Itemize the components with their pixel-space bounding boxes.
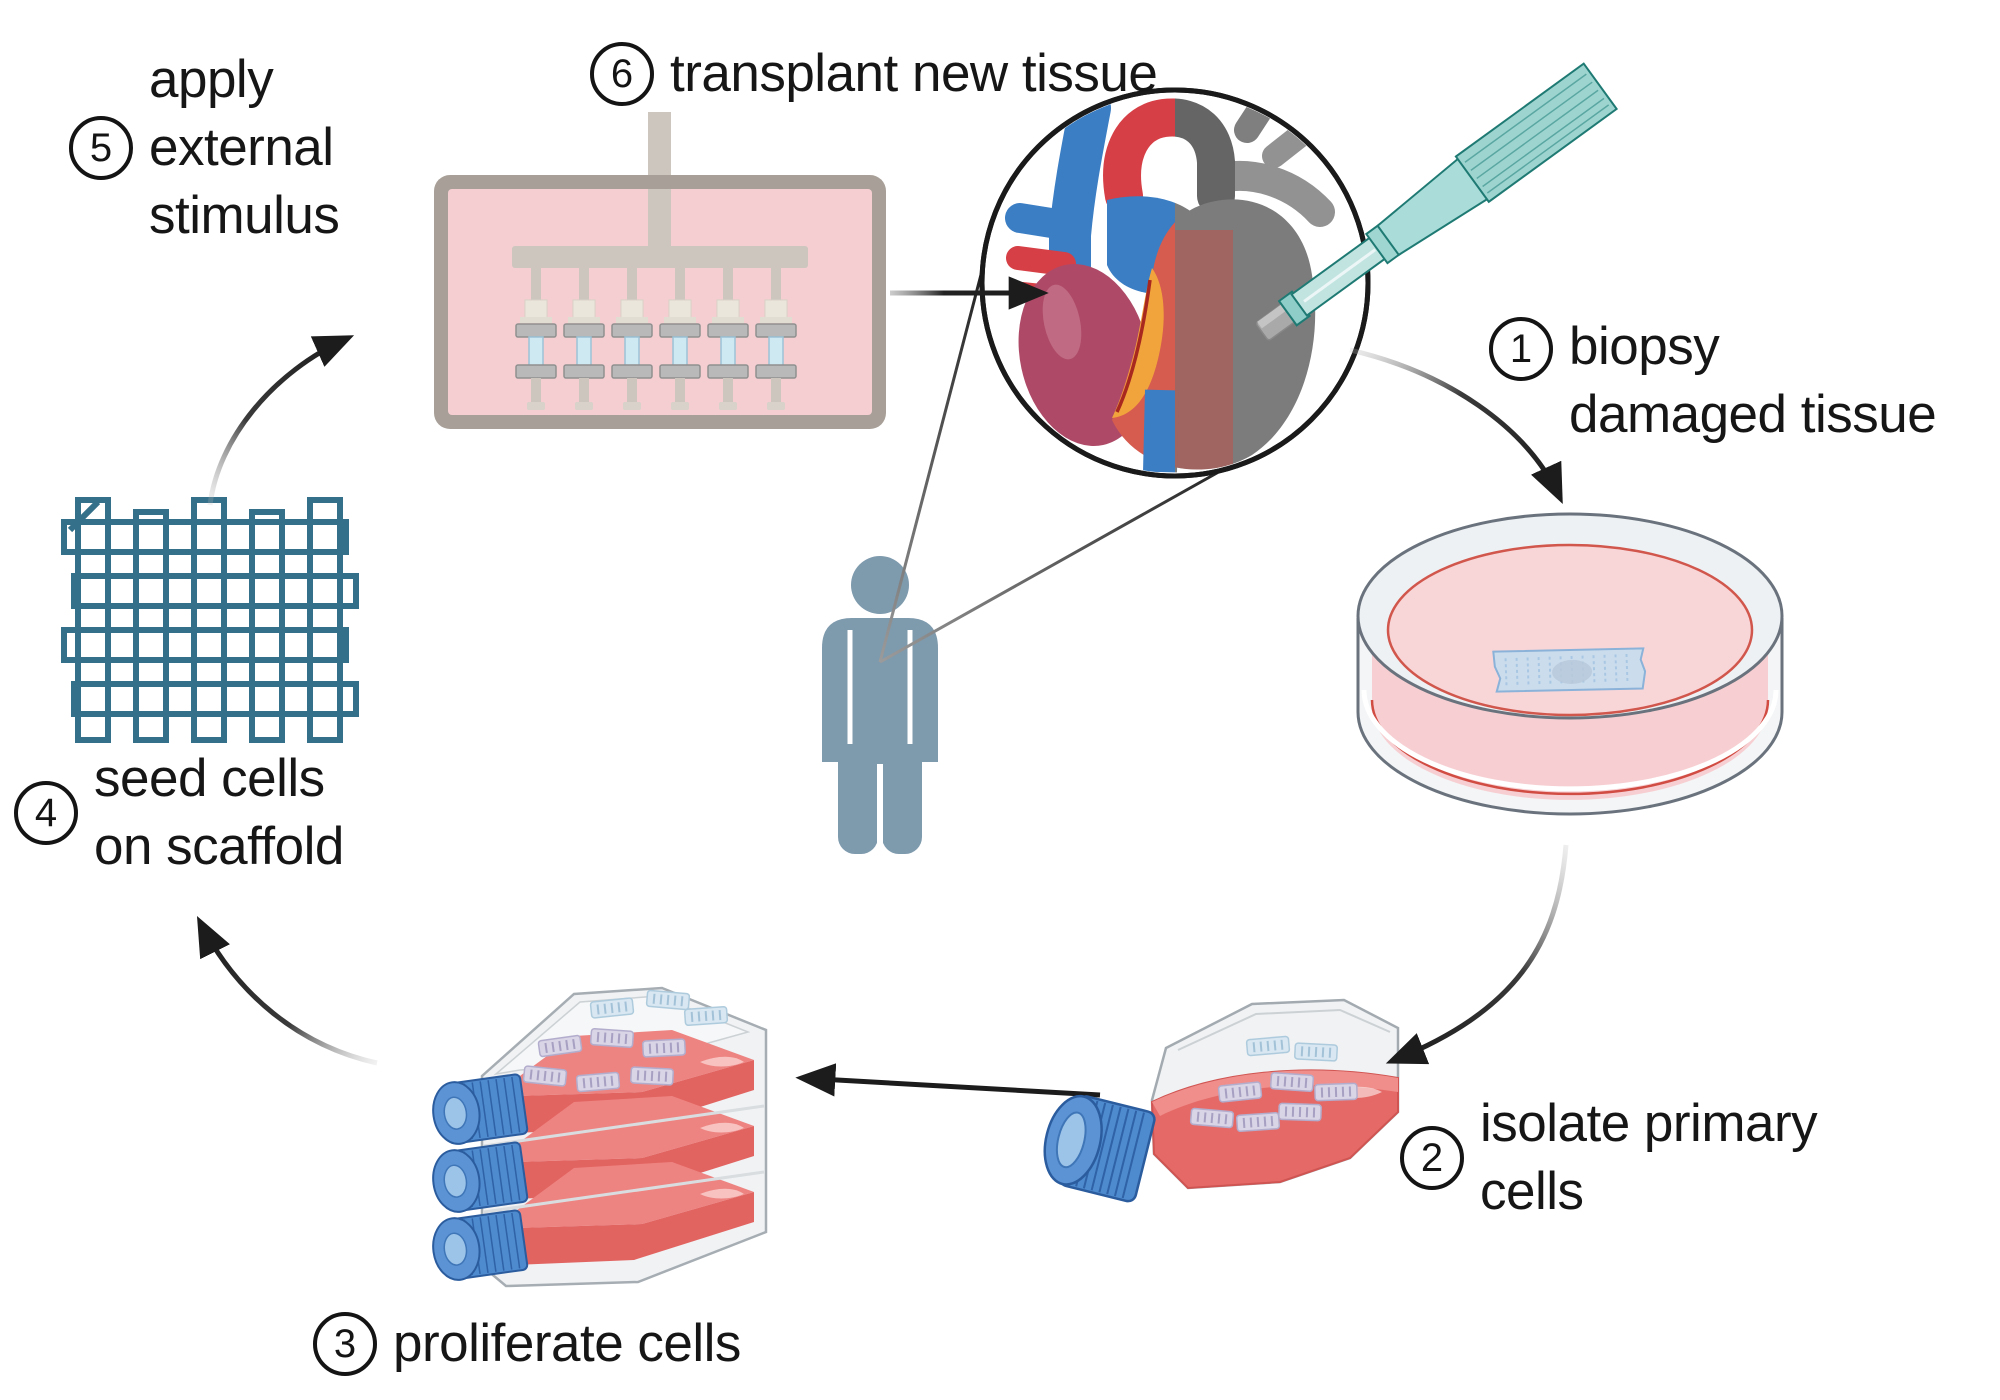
step-4-line-1: seed cells xyxy=(94,749,325,808)
step-5-text: apply external stimulus xyxy=(149,46,340,250)
step-5-line-2: external xyxy=(149,118,334,177)
step-6-line-1: transplant new tissue xyxy=(670,44,1158,103)
scaffold-mesh-icon xyxy=(61,497,359,743)
step-4-badge: 4 xyxy=(14,781,78,845)
step-5-badge: 5 xyxy=(69,116,133,180)
step-label-3: 3 proliferate cells xyxy=(313,1310,741,1378)
step-6-badge: 6 xyxy=(590,42,654,106)
biopsy-tissue-sample xyxy=(1492,647,1647,693)
step-label-5: 5 apply external stimulus xyxy=(69,46,340,250)
arrow-flask-to-stack xyxy=(795,1063,1101,1098)
flask-cap-blue xyxy=(432,1073,529,1281)
flask-cap-blue xyxy=(1043,1094,1156,1203)
step-2-line-1: isolate primary xyxy=(1480,1094,1818,1153)
arrow-dish-to-flask xyxy=(1385,844,1569,1065)
bioreactor-chamber xyxy=(448,189,872,415)
patient-figure-icon xyxy=(822,556,938,856)
step-3-text: proliferate cells xyxy=(393,1310,741,1378)
step-1-line-1: biopsy xyxy=(1569,317,1720,376)
step-2-badge: 2 xyxy=(1400,1126,1464,1190)
step-1-text: biopsy damaged tissue xyxy=(1569,313,1937,449)
bioreactor-crossbar xyxy=(512,246,808,268)
culture-flask-icon xyxy=(1043,998,1400,1203)
step-4-text: seed cells on scaffold xyxy=(94,745,344,881)
callout-line-left xyxy=(878,266,985,663)
heart-half-healthy-half-damaged-icon xyxy=(979,87,1371,479)
arrow-scaffold-to-bioreactor xyxy=(207,335,355,506)
arrow-heart-to-dish xyxy=(1349,347,1563,505)
callout-line-right xyxy=(879,458,1241,664)
step-2-line-2: cells xyxy=(1480,1162,1584,1221)
step-label-1: 1 biopsy damaged tissue xyxy=(1489,313,1937,449)
step-4-line-2: on scaffold xyxy=(94,817,344,876)
stacked-culture-flasks-icon xyxy=(432,986,768,1288)
step-label-4: 4 seed cells on scaffold xyxy=(14,745,344,881)
biopsy-tool-icon xyxy=(1255,62,1619,341)
step-3-badge: 3 xyxy=(313,1312,377,1376)
step-1-line-2: damaged tissue xyxy=(1569,385,1937,444)
arrow-stack-to-scaffold xyxy=(196,916,378,1066)
step-6-text: transplant new tissue xyxy=(670,40,1158,108)
step-5-line-1: apply xyxy=(149,50,274,109)
step-5-line-3: stimulus xyxy=(149,186,340,245)
step-1-badge: 1 xyxy=(1489,317,1553,381)
step-2-text: isolate primary cells xyxy=(1480,1090,1818,1226)
bioreactor-with-pistons-icon xyxy=(434,112,886,429)
petri-dish-with-tissue-icon xyxy=(1356,512,1784,816)
step-label-2: 2 isolate primary cells xyxy=(1400,1090,1818,1226)
step-3-line-1: proliferate cells xyxy=(393,1314,741,1373)
step-label-6: 6 transplant new tissue xyxy=(590,40,1158,108)
